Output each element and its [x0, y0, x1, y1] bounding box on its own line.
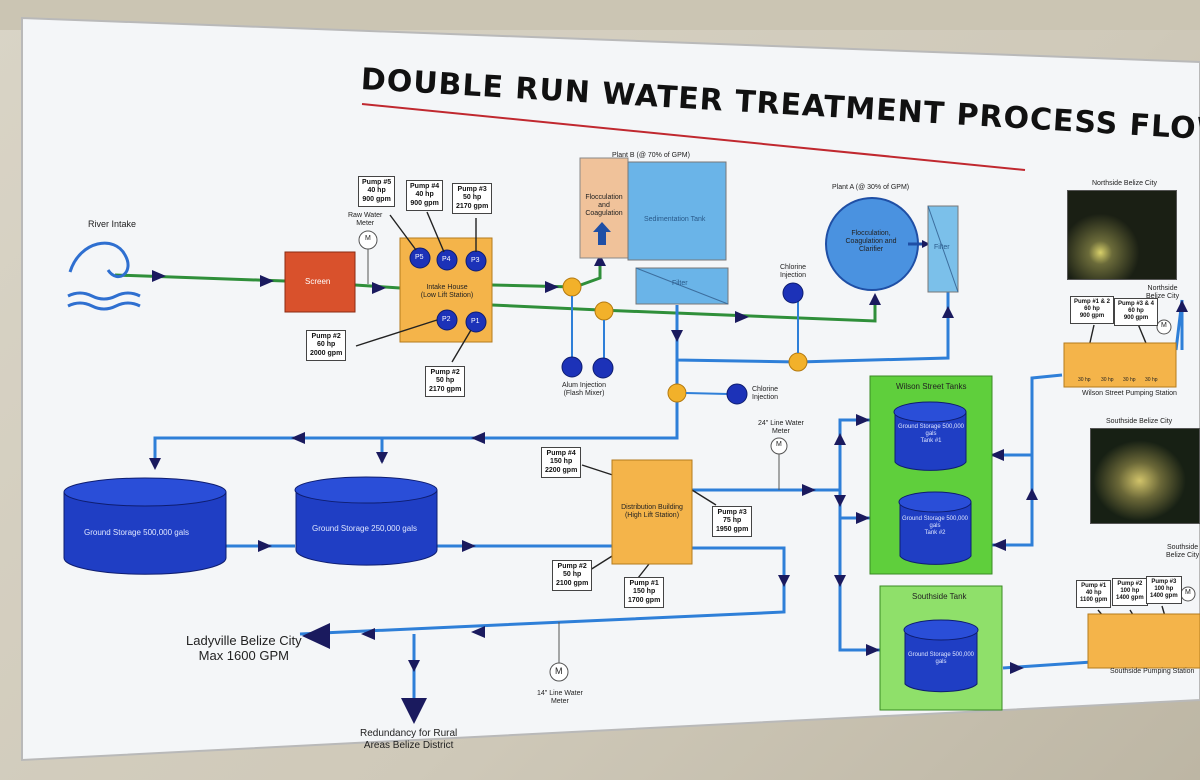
redundancy-label: Redundancy for Rural Areas Belize Distri… — [360, 728, 458, 751]
wilson-tank1-label: Ground Storage 500,000 gals Tank #1 — [897, 424, 965, 444]
southside-pumping-label: Southside Pumping Station — [1110, 668, 1195, 675]
ground-storage-2-label: Ground Storage 250,000 gals — [312, 524, 417, 533]
wilson-pump-hp-2: 30 hp — [1101, 377, 1114, 383]
meter-14-label: 14" Line Water Meter — [537, 690, 583, 706]
pump-p4-label: P4 — [442, 256, 451, 263]
northside-map — [1067, 190, 1177, 280]
wilson-tank2-label: Ground Storage 500,000 gals Tank #2 — [901, 516, 969, 536]
wilson-pumping-station — [1063, 342, 1177, 388]
floc-up-arrow — [593, 222, 611, 245]
plant-b-label: Plant B (@ 70% of GPM) — [612, 152, 690, 159]
northside-city-label: Northside Belize City — [1092, 180, 1157, 187]
pump-p1-label: P1 — [471, 318, 480, 325]
ground-storage-1-label: Ground Storage 500,000 gals — [84, 528, 189, 537]
wilson-pump-hp-4: 30 hp — [1145, 377, 1158, 383]
filter-a-label: Filter — [934, 244, 950, 251]
meter-14-m: M — [555, 666, 563, 676]
distribution-building-label: Distribution Building (High Lift Station… — [621, 504, 683, 520]
meter-24-m: M — [776, 441, 782, 448]
plant-a-label: Plant A (@ 30% of GPM) — [832, 184, 910, 191]
wilson-pump-hp-3: 30 hp — [1123, 377, 1136, 383]
northside-city-2-label: Northside Belize City — [1146, 285, 1180, 301]
southside-pumping-station — [1087, 613, 1200, 669]
northside-meter-icon — [1156, 319, 1172, 335]
wilson-tanks-label: Wilson Street Tanks — [896, 382, 967, 391]
pump-p3-label: P3 — [471, 257, 480, 264]
plant-a-process-label: Flocculation, Coagulation and Clarifier — [845, 230, 897, 254]
ladyville-arrow — [302, 623, 330, 649]
southside-meter-m: M — [1185, 589, 1191, 596]
chlorine-injection-top-label: Chlorine Injection — [780, 264, 807, 280]
river-wave-icon — [67, 241, 141, 311]
southside-tank-storage-label: Ground Storage 500,000 gals — [907, 652, 975, 665]
pump-p5-label: P5 — [415, 254, 424, 261]
sedimentation-label: Sedimentation Tank — [644, 216, 706, 223]
river-intake-label: River Intake — [88, 219, 137, 229]
wilson-pump-hp-1: 30 hp — [1078, 377, 1091, 383]
sedimentation-tank — [627, 161, 727, 261]
redundancy-arrow — [401, 698, 427, 724]
southside-city-2-label: Southside Belize City — [1166, 544, 1200, 560]
filter-b-label: Filter — [672, 280, 688, 287]
ladyville-label: Ladyville Belize City Max 1600 GPM — [186, 633, 302, 663]
alum-injection-label: Alum Injection (Flash Mixer) — [562, 382, 606, 398]
treated-water-arrows — [149, 300, 1188, 674]
southside-tank-label: Southside Tank — [912, 592, 967, 601]
southside-city-label: Southside Belize City — [1106, 418, 1173, 425]
chlorine-injection-mid-label: Chlorine Injection — [752, 386, 779, 402]
northside-meter-m: M — [1161, 322, 1167, 329]
pump-p2-label: P2 — [442, 316, 451, 323]
screen-label: Screen — [305, 277, 331, 286]
screen-unit — [284, 251, 356, 313]
southside-map — [1090, 428, 1200, 524]
intake-house-label: Intake House (Low Lift Station) — [420, 284, 474, 300]
title-underline — [361, 103, 1026, 171]
wilson-pumping-label: Wilson Street Pumping Station — [1082, 390, 1177, 397]
distribution-building — [611, 459, 693, 565]
raw-water-meter-label: Raw Water Meter — [348, 212, 383, 228]
raw-water-meter-m: M — [365, 235, 371, 242]
raw-water-arrows — [152, 254, 881, 323]
flocculation-label: Flocculation and Coagulation — [585, 194, 623, 218]
meter-24-label: 24" Line Water Meter — [758, 420, 804, 436]
ground-storage-cylinders — [63, 476, 438, 575]
